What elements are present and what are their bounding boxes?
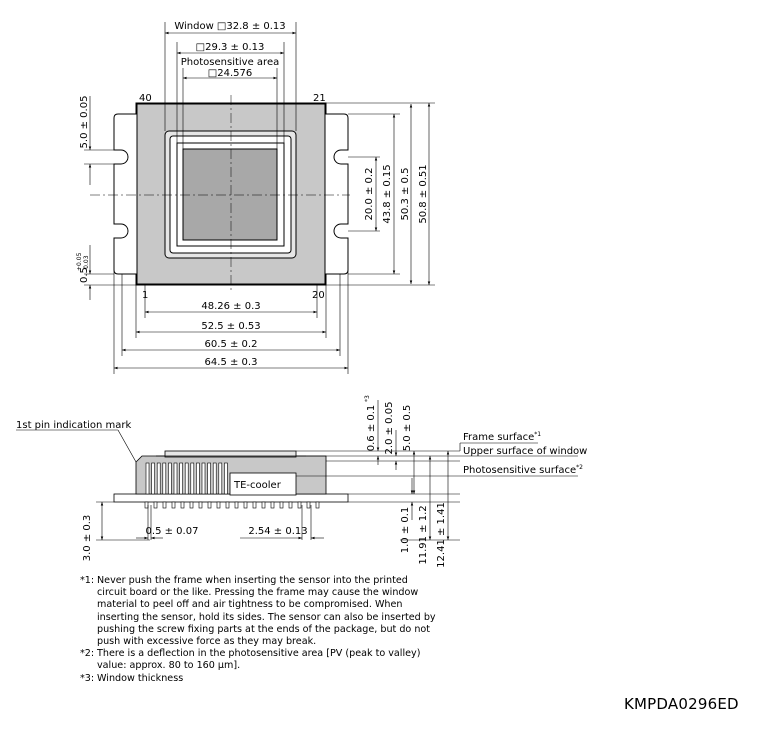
left-dim-top-label: 5.0 ± 0.05 (79, 96, 90, 149)
cooler-fin (173, 462, 178, 495)
left-dim-bottom-tol-minus: -0.03 (83, 255, 90, 271)
te-cooler-label: TE-cooler (233, 480, 282, 491)
bottom-dim-4-label: 64.5 ± 0.3 (205, 357, 258, 368)
package-pin (261, 501, 266, 509)
cooler-fin (184, 462, 189, 495)
footnotes: *1: Never push the frame when inserting … (80, 575, 440, 685)
te-cooler-block (229, 472, 297, 496)
right-dim-3-label: 50.3 ± 0.5 (400, 168, 411, 221)
package-pin (234, 501, 239, 509)
cooler-fins (145, 462, 228, 495)
side-dim-b1-label: 1.0 ± 0.1 (400, 507, 411, 554)
package-pin (270, 501, 275, 509)
package-pin (153, 501, 158, 509)
package-pin (288, 501, 293, 509)
cooler-fin (179, 462, 183, 495)
pin-40-label: 40 (139, 93, 152, 104)
package-pin (306, 501, 311, 509)
package-pin (189, 501, 194, 509)
package-pin (162, 501, 167, 509)
cooler-fin (145, 462, 150, 495)
package-pin (144, 501, 149, 509)
pin-width-label: 0.5 ± 0.07 (146, 526, 199, 537)
right-dim-2-label: 43.8 ± 0.15 (382, 164, 393, 223)
side-dim-b3-label: 12.41 ± 1.41 (436, 502, 447, 568)
left-dim-bottom-label: 0.5 (79, 267, 90, 283)
cooler-fin (151, 462, 155, 495)
package-pin (297, 501, 302, 509)
photosensitive-surface-label: Photosensitive surface*2 (463, 464, 583, 476)
window-thickness-dim-label: 0.6 ± 0.1 (366, 405, 377, 452)
side-window (164, 450, 297, 458)
package-pin (225, 501, 230, 509)
package-pin (279, 501, 284, 509)
side-view (113, 450, 349, 503)
footnote-text: Window thickness (97, 672, 184, 684)
first-pin-mark-label: 1st pin indication mark (16, 420, 131, 431)
footnote-1: *1: Never push the frame when inserting … (80, 575, 440, 648)
footnote-3: *3: Window thickness (80, 673, 440, 685)
footnote-2: *2: There is a deflection in the photose… (80, 648, 440, 672)
pin-21-label: 21 (313, 93, 326, 104)
package-pin (243, 501, 248, 509)
frame-surface-note-mark: *1 (534, 431, 541, 438)
bottom-dim-2-label: 52.5 ± 0.53 (201, 321, 260, 332)
photosensitive-surface-note-mark: *2 (576, 464, 583, 471)
package-pin (180, 501, 185, 509)
upper-surface-label: Upper surface of window (463, 446, 587, 457)
frame-surface-label: Frame surface*1 (463, 431, 541, 443)
pin-pitch-label: 2.54 ± 0.13 (248, 526, 307, 537)
top-view (90, 95, 350, 290)
cooler-fin (190, 462, 195, 495)
footnote-mark: *3: (80, 672, 95, 684)
inner-window-dim-label: □29.3 ± 0.13 (196, 42, 265, 53)
side-pins (144, 501, 320, 509)
bottom-dim-3-label: 60.5 ± 0.2 (205, 339, 258, 350)
footnote-mark: *1: (80, 575, 95, 586)
left-dim-bottom-tol-plus: +0.05 (76, 252, 83, 271)
photosensitive-area-label: Photosensitive area (181, 57, 279, 68)
cooler-fin (168, 462, 172, 495)
cooler-fin (201, 462, 206, 495)
window-dim-label: Window □32.8 ± 0.13 (174, 21, 285, 32)
side-dim-2-label: 2.0 ± 0.05 (384, 402, 395, 455)
pin-20-label: 20 (312, 290, 325, 301)
pin-1-label: 1 (142, 290, 148, 301)
footnote-text: There is a deflection in the photosensit… (97, 648, 421, 672)
package-pin (252, 501, 257, 509)
side-dim-b2-label: 11.91 ± 1.2 (418, 505, 429, 564)
package-pin (198, 501, 203, 509)
cooler-fin (224, 462, 228, 495)
photosensitive-area (182, 148, 278, 241)
cooler-fin (162, 462, 167, 495)
side-dim-3-label: 5.0 ± 0.5 (402, 405, 413, 452)
bottom-dim-1-label: 48.26 ± 0.3 (201, 301, 260, 312)
footnote-mark: *2: (80, 648, 95, 660)
pin-length-label: 3.0 ± 0.3 (82, 515, 93, 562)
package-pin (171, 501, 176, 509)
footnote-text: Never push the frame when inserting the … (97, 575, 436, 648)
right-dim-4-label: 50.8 ± 0.51 (418, 164, 429, 223)
package-pin (315, 501, 320, 509)
photosensitive-area-value: □24.576 (208, 68, 252, 79)
package-pin (216, 501, 221, 509)
package-pin (207, 501, 212, 509)
cooler-fin (218, 462, 223, 495)
cooler-fin (156, 462, 161, 495)
cooler-fin (207, 462, 211, 495)
window-thickness-note-mark: *3 (364, 395, 371, 402)
cooler-fin (212, 462, 217, 495)
drawing-code: KMPDA0296ED (624, 695, 739, 713)
cooler-fin (196, 462, 200, 495)
right-dim-1-label: 20.0 ± 0.2 (364, 168, 375, 221)
